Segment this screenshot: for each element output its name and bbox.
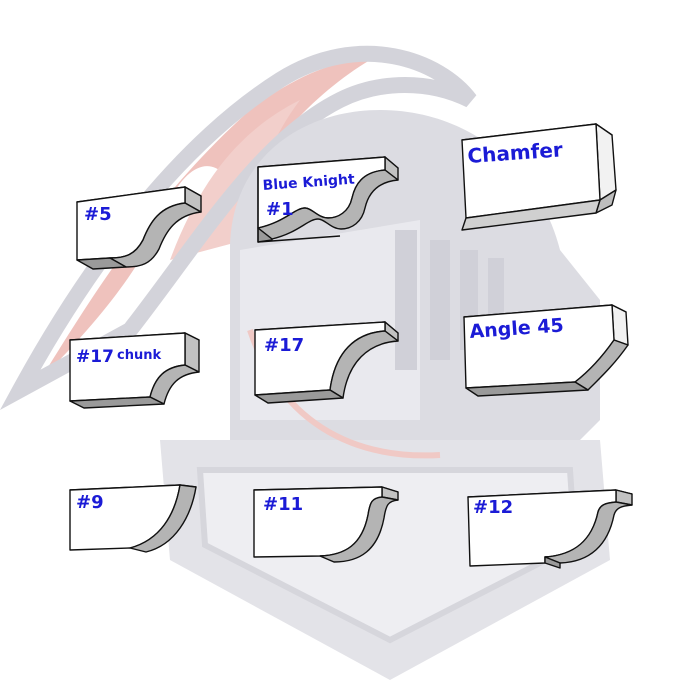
- label-p12: #12: [473, 497, 513, 518]
- label-p17: #17: [264, 335, 304, 356]
- profile-p11: [253, 486, 399, 563]
- label-p1-line2: #1: [266, 199, 294, 220]
- profile-p5: [76, 186, 202, 270]
- label-p11: #11: [263, 494, 303, 515]
- profile-p17chunk: [69, 332, 200, 409]
- profile-angle45: [463, 304, 629, 397]
- profile-p17: [254, 321, 399, 404]
- profile-chamfer: [461, 123, 617, 231]
- label-p17chunk-sub: chunk: [117, 348, 161, 363]
- label-p1-line1: Blue Knight: [262, 172, 355, 194]
- label-p17chunk-main: #17: [76, 347, 114, 367]
- profile-p9: [69, 484, 197, 553]
- label-p5: #5: [84, 204, 112, 225]
- profile-p1: [257, 156, 399, 243]
- profile-p12: [467, 489, 633, 569]
- label-p9: #9: [76, 492, 104, 513]
